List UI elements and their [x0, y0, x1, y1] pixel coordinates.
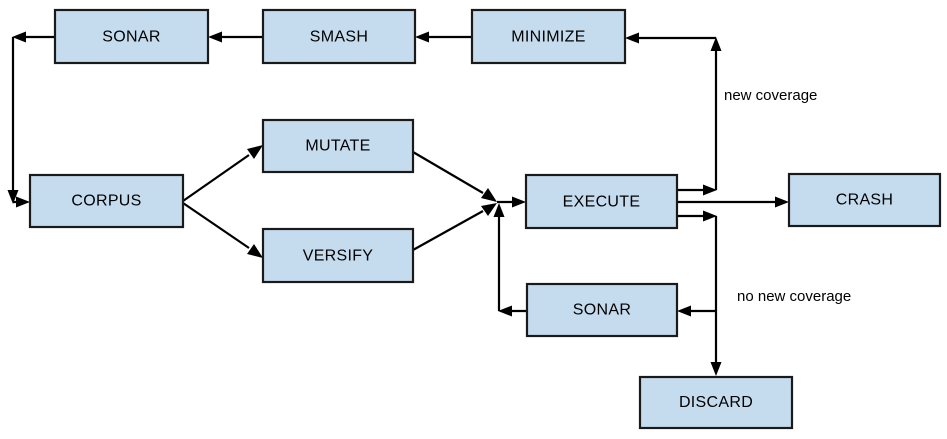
- edge-sonar-to-corpus: [7, 31, 55, 208]
- node-label-sonar-bottom: SONAR: [573, 302, 631, 319]
- node-label-execute: EXECUTE: [563, 194, 641, 211]
- node-sonar-bottom[interactable]: SONAR: [525, 282, 679, 338]
- node-sonar-top[interactable]: SONAR: [53, 8, 210, 65]
- edge-label-no-new-coverage: no new coverage: [737, 288, 851, 305]
- node-discard[interactable]: DISCARD: [638, 375, 794, 430]
- edge-corpus-to-versify: [182, 202, 263, 258]
- node-crash[interactable]: CRASH: [787, 172, 942, 228]
- edge-layer: [7, 31, 789, 376]
- node-label-corpus: CORPUS: [71, 193, 141, 210]
- node-label-versify: VERSIFY: [303, 248, 374, 265]
- edge-execute-to-minimize: [625, 32, 722, 196]
- node-label-discard: DISCARD: [679, 394, 753, 411]
- edge-sonar-to-execute: [493, 203, 527, 317]
- edge-junction-to-execute: [497, 196, 526, 208]
- node-smash[interactable]: SMASH: [261, 8, 417, 65]
- node-minimize[interactable]: MINIMIZE: [470, 8, 627, 65]
- node-label-crash: CRASH: [836, 192, 894, 209]
- edge-label-layer: new coverage no new coverage: [724, 87, 851, 305]
- edge-execute-to-discard: [677, 210, 722, 376]
- edge-minimize-to-smash: [415, 31, 472, 43]
- node-versify[interactable]: VERSIFY: [261, 227, 415, 284]
- node-layer: SONAR SMASH MINIMIZE MUTATE CORPUS EXECU: [28, 8, 942, 430]
- edge-mutate-to-execute: [412, 151, 497, 202]
- node-mutate[interactable]: MUTATE: [261, 118, 415, 174]
- edge-label-new-coverage: new coverage: [724, 87, 817, 104]
- node-label-mutate: MUTATE: [305, 138, 370, 155]
- edge-versify-to-execute: [412, 203, 497, 251]
- edge-smash-to-sonar: [208, 31, 263, 43]
- node-corpus[interactable]: CORPUS: [28, 173, 185, 229]
- edge-corpus-to-mutate: [182, 145, 263, 202]
- node-label-sonar-top: SONAR: [102, 29, 160, 46]
- edge-nonewcoverage-to-sonar: [677, 305, 716, 317]
- edge-execute-to-crash: [677, 196, 789, 208]
- node-execute[interactable]: EXECUTE: [524, 173, 679, 230]
- node-label-minimize: MINIMIZE: [511, 29, 585, 46]
- node-label-smash: SMASH: [310, 29, 368, 46]
